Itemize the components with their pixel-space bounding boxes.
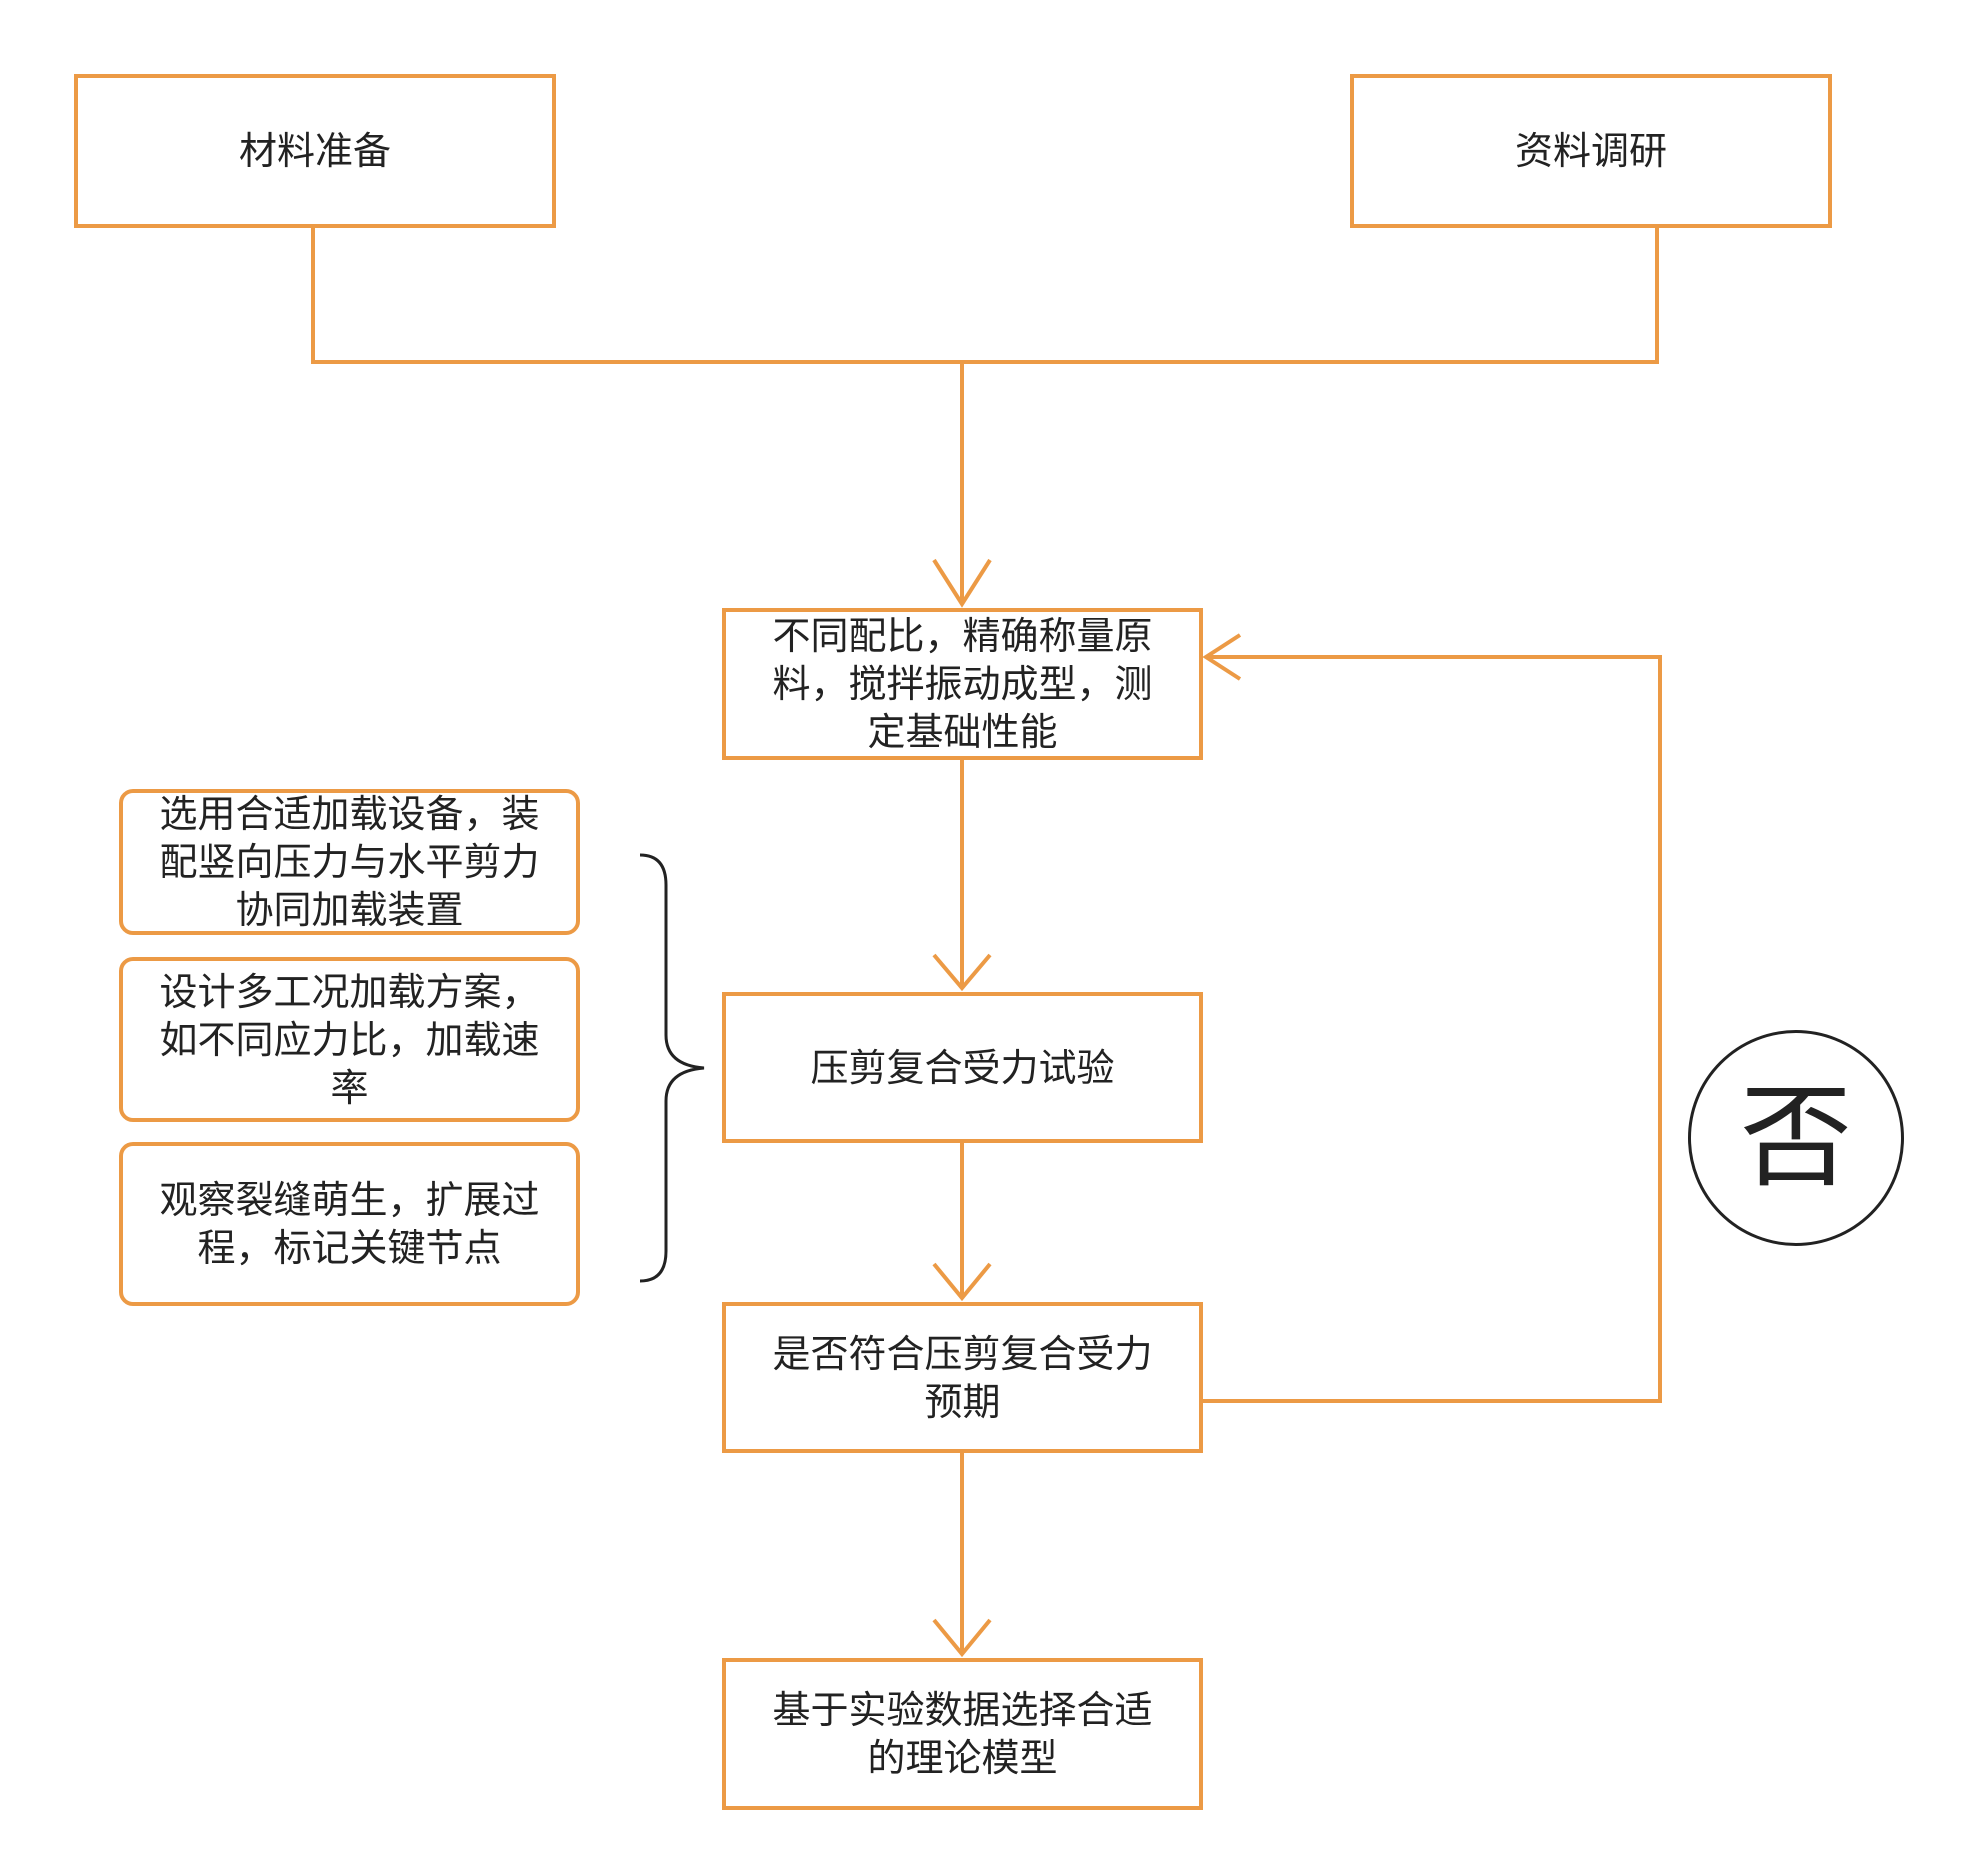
- detail-box-observation: 观察裂缝萌生，扩展过程，标记关键节点: [119, 1142, 580, 1306]
- feedback-loop-line: [1200, 655, 1662, 1403]
- merge-connector-right: [962, 228, 1659, 364]
- no-loop-label: 否: [1740, 1073, 1852, 1203]
- arrow-to-test-head: [932, 953, 992, 992]
- detail-box-equipment: 选用合适加载设备，装配竖向压力与水平剪力协同加载装置: [119, 789, 580, 935]
- detail-conditions-label: 设计多工况加载方案，如不同应力比，加载速率: [159, 969, 540, 1110]
- test-label: 压剪复合受力试验: [810, 1045, 1115, 1090]
- detail-equipment-label: 选用合适加载设备，装配竖向压力与水平剪力协同加载装置: [159, 792, 540, 932]
- arrow-to-mixing-head: [932, 558, 992, 608]
- test-box: 压剪复合受力试验: [722, 992, 1203, 1143]
- decision-label: 是否符合压剪复合受力预期: [772, 1331, 1153, 1424]
- mixing-label: 不同配比，精确称量原料，搅拌振动成型，测定基础性能: [772, 614, 1153, 754]
- detail-observation-label: 观察裂缝萌生，扩展过程，标记关键节点: [159, 1178, 540, 1270]
- materials-label: 材料准备: [238, 129, 391, 173]
- materials-box: 材料准备: [74, 74, 556, 228]
- detail-box-conditions: 设计多工况加载方案，如不同应力比，加载速率: [119, 957, 580, 1122]
- mixing-box: 不同配比，精确称量原料，搅拌振动成型，测定基础性能: [722, 608, 1203, 760]
- arrow-to-model-head: [932, 1618, 992, 1658]
- research-box: 资料调研: [1350, 74, 1832, 228]
- details-brace: [639, 853, 705, 1283]
- model-label: 基于实验数据选择合适的理论模型: [772, 1688, 1153, 1780]
- no-loop-badge: 否: [1688, 1030, 1904, 1246]
- feedback-loop-head: [1202, 633, 1242, 681]
- research-label: 资料调研: [1514, 129, 1667, 173]
- decision-box: 是否符合压剪复合受力预期: [722, 1302, 1203, 1453]
- model-box: 基于实验数据选择合适的理论模型: [722, 1658, 1203, 1810]
- merge-connector-left: [311, 228, 962, 364]
- arrow-to-decision-head: [932, 1262, 992, 1302]
